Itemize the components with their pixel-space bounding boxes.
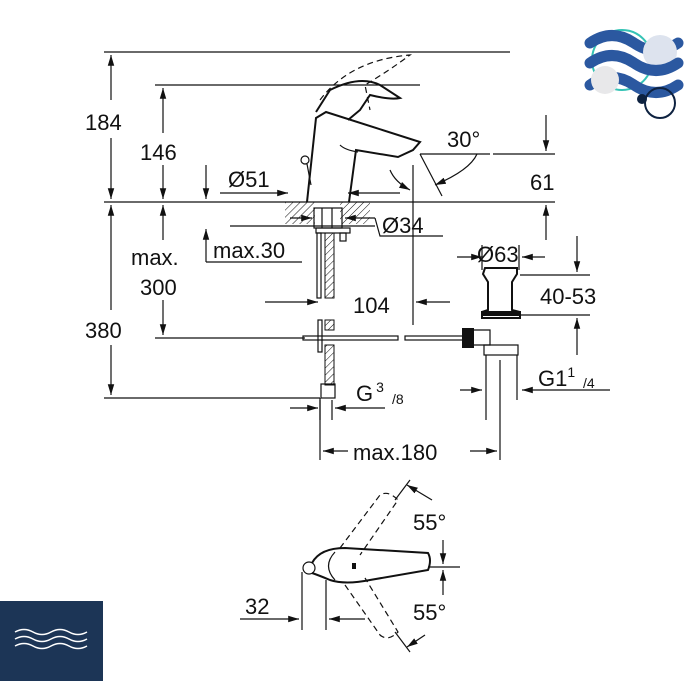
dim-waste-diameter: Ø63 — [477, 242, 519, 267]
countertop-section — [285, 202, 370, 242]
dimension-outlet-height: 61 — [493, 115, 555, 240]
dimension-waste-range: 40-53 — [520, 236, 596, 355]
dimension-184-380: 184 380 — [85, 54, 122, 395]
dim-total-height: 184 — [85, 110, 122, 135]
supply-hoses — [316, 232, 336, 420]
dim-depth-total: 380 — [85, 318, 122, 343]
dim-outlet-height: 61 — [530, 170, 554, 195]
dim-supply-thread-fraction: /8 — [392, 391, 404, 407]
dimension-waste-diameter: Ø63 — [457, 242, 545, 270]
dim-base-diameter: Ø51 — [228, 167, 270, 192]
dim-shank-diameter: Ø34 — [382, 213, 424, 238]
water-waves-icon — [0, 601, 103, 681]
dimension-waste-thread: G114 /4 — [460, 364, 610, 394]
dim-lever-angle-right: 55° — [413, 600, 446, 625]
dim-lever-angle-left: 55° — [413, 510, 446, 535]
plan-view: 32 55° 55° — [240, 479, 460, 653]
dim-spout-height: 146 — [140, 140, 177, 165]
dim-spout-angle: 30° — [447, 127, 480, 152]
dimension-146-300: 146 max. 300 — [131, 88, 179, 335]
dim-plan-offset: 32 — [245, 594, 269, 619]
dimension-spout-angle: 30° — [389, 127, 490, 197]
waste-fitting — [474, 267, 521, 420]
dimension-max-thickness: max.30 — [202, 225, 375, 263]
dim-spout-reach: 104 — [353, 293, 390, 318]
faucet-body — [300, 54, 422, 203]
dim-max-label: max. — [131, 245, 179, 270]
dim-waste-range: 40-53 — [540, 284, 596, 309]
dimension-base-diameter: Ø51 — [202, 165, 400, 199]
dimension-spout-reach: 104 — [265, 165, 450, 325]
dim-waste-thread-fraction: /4 — [583, 375, 595, 391]
dim-max-distance: max.180 — [353, 440, 437, 465]
reference-lines — [104, 51, 555, 399]
pop-up-rod — [302, 328, 474, 348]
dim-max-thickness: max.30 — [213, 238, 285, 263]
dimension-max-distance: max.180 — [323, 360, 501, 465]
dim-max-depth: 300 — [140, 275, 177, 300]
dim-waste-thread: G114 — [538, 364, 575, 391]
water-waves-icon — [584, 29, 684, 119]
